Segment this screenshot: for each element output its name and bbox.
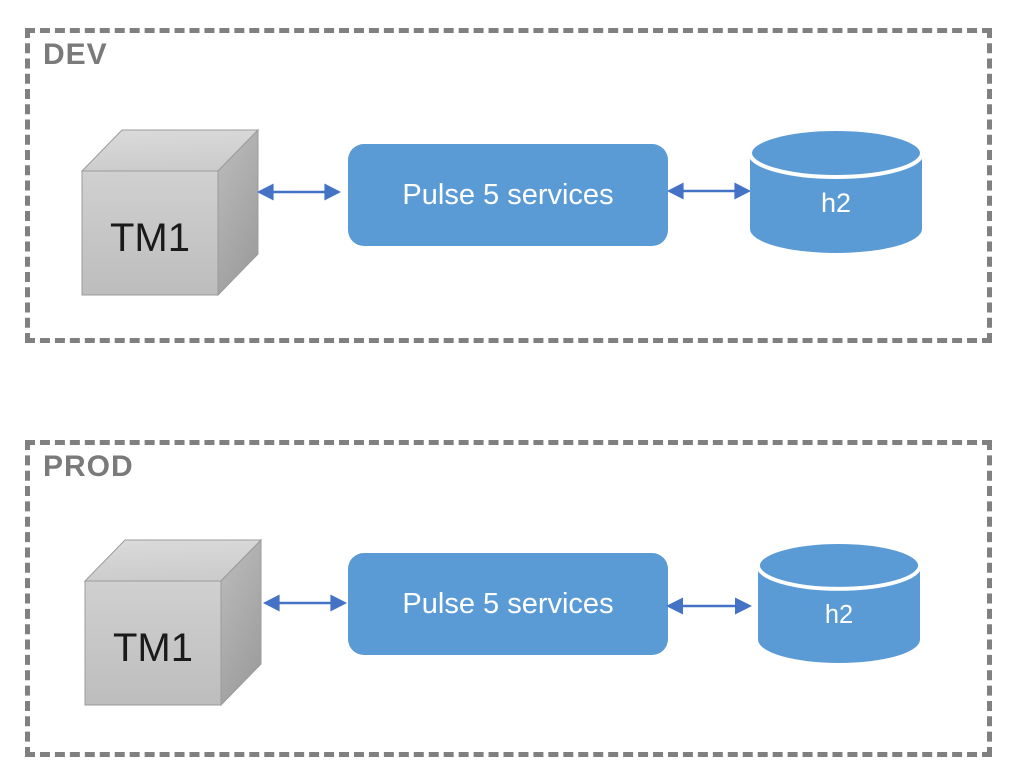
tm1-cube-icon: TM1 <box>83 538 263 707</box>
database-cylinder-icon: h2 <box>748 127 924 253</box>
cube-faces <box>80 128 260 297</box>
tm1-cube-label: TM1 <box>110 216 190 260</box>
cylinder-top <box>756 540 922 591</box>
database-label: h2 <box>821 188 851 218</box>
pulse-service-box: Pulse 5 services <box>348 553 668 655</box>
tm1-cube-icon: TM1 <box>80 128 260 297</box>
cylinder-body <box>750 153 922 253</box>
tm1-cube-label: TM1 <box>113 626 193 670</box>
pulse-service-box: Pulse 5 services <box>348 144 668 246</box>
cylinder-body <box>758 565 920 663</box>
cylinder-top <box>748 127 924 179</box>
bidirectional-arrow-icon <box>256 183 342 201</box>
pulse-service-label: Pulse 5 services <box>402 587 614 620</box>
bidirectional-arrow-icon <box>666 597 752 615</box>
database-cylinder-icon: h2 <box>756 540 922 663</box>
database-label: h2 <box>825 601 853 629</box>
env-label-prod: PROD <box>43 450 134 483</box>
env-box-prod: PROD TM1 Pulse 5 services h2 <box>25 440 992 757</box>
env-box-dev: DEV TM1 Pulse 5 services h2 <box>25 28 992 343</box>
bidirectional-arrow-icon <box>262 594 348 612</box>
pulse-service-label: Pulse 5 services <box>402 178 614 211</box>
cube-faces <box>83 538 263 707</box>
env-label-dev: DEV <box>43 38 108 71</box>
bidirectional-arrow-icon <box>666 182 752 200</box>
